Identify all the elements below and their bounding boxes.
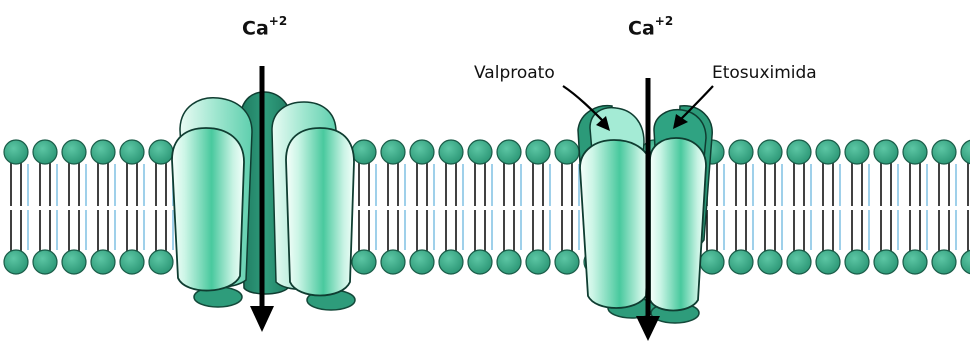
lipid-head	[4, 140, 28, 164]
down-arrow-icon	[636, 316, 660, 341]
lipid-head	[729, 140, 753, 164]
lipid-head	[932, 140, 956, 164]
lipid-head	[352, 140, 376, 164]
lipid-head	[468, 250, 492, 274]
channel-subunit-front-left	[172, 128, 244, 291]
lipid-head	[932, 250, 956, 274]
lipid-head	[961, 250, 970, 274]
down-arrow-icon	[250, 306, 274, 332]
lipid-head	[62, 250, 86, 274]
lipid-head	[352, 250, 376, 274]
lipid-head	[410, 250, 434, 274]
lipid-head	[4, 250, 28, 274]
lipid-head	[526, 250, 550, 274]
calcium-ion-label-left: Ca+2	[242, 16, 287, 39]
lipid-heads-inner	[4, 250, 970, 274]
bilayer-midline	[0, 206, 970, 210]
lipid-head	[903, 140, 927, 164]
ethosuximide-label: Etosuximida	[712, 63, 817, 83]
lipid-head	[149, 140, 173, 164]
lipid-head	[439, 250, 463, 274]
calcium-ion-label-right: Ca+2	[628, 16, 673, 39]
lipid-head	[787, 140, 811, 164]
lipid-head	[91, 250, 115, 274]
lipid-head	[526, 140, 550, 164]
lipid-head	[439, 140, 463, 164]
lipid-head	[787, 250, 811, 274]
channel-subunit-front-right	[286, 128, 354, 296]
lipid-head	[381, 140, 405, 164]
lipid-head	[91, 140, 115, 164]
lipid-head	[33, 250, 57, 274]
lipid-head	[62, 140, 86, 164]
lipid-head	[816, 250, 840, 274]
lipid-tails	[0, 162, 970, 252]
lipid-head	[497, 250, 521, 274]
lipid-head	[410, 140, 434, 164]
lipid-head	[381, 250, 405, 274]
channel-subunit-front-left	[580, 140, 652, 308]
lipid-head	[120, 250, 144, 274]
lipid-head	[874, 250, 898, 274]
lipid-head	[961, 140, 970, 164]
calcium-channel-blocked	[578, 106, 712, 323]
lipid-head	[758, 140, 782, 164]
lipid-head	[149, 250, 173, 274]
lipid-head	[845, 140, 869, 164]
lipid-head	[120, 140, 144, 164]
lipid-head	[758, 250, 782, 274]
lipid-head	[700, 250, 724, 274]
lipid-head	[468, 140, 492, 164]
lipid-bilayer	[0, 140, 970, 274]
channel-subunit-front-right	[650, 138, 706, 311]
lipid-heads-outer	[4, 140, 970, 164]
lipid-head	[33, 140, 57, 164]
lipid-head	[874, 140, 898, 164]
lipid-head	[845, 250, 869, 274]
lipid-head	[555, 140, 579, 164]
lipid-head	[729, 250, 753, 274]
valproate-label: Valproato	[474, 63, 555, 83]
lipid-head	[497, 140, 521, 164]
lipid-head	[816, 140, 840, 164]
lipid-head	[555, 250, 579, 274]
lipid-head	[903, 250, 927, 274]
